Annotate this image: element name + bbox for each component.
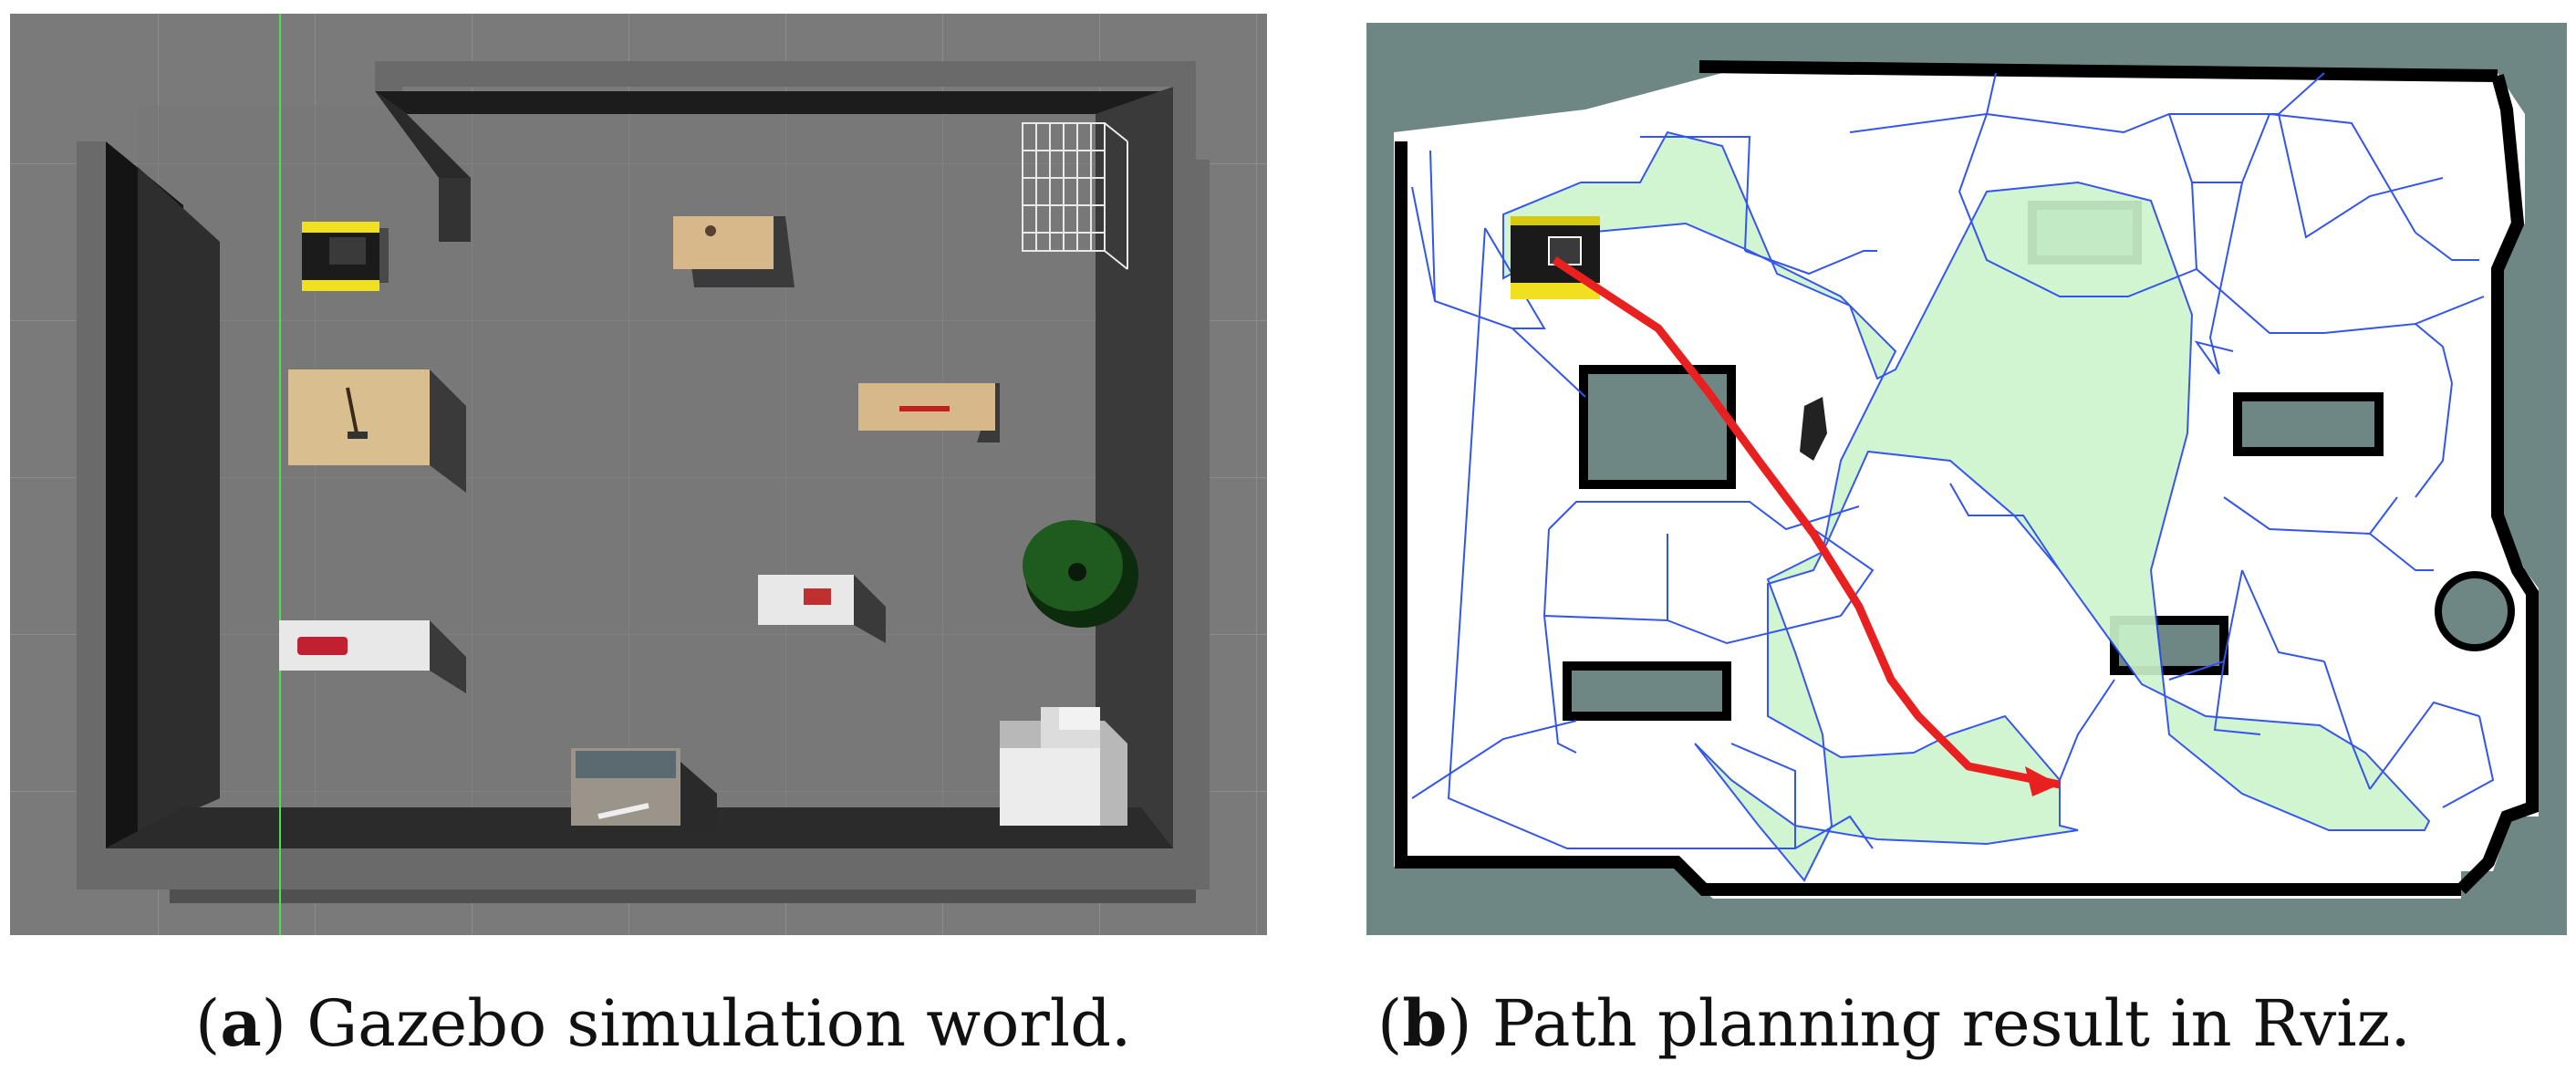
caption-a-label: a	[220, 985, 262, 1061]
planned-path	[1552, 256, 2061, 796]
white-box-drill	[758, 575, 886, 643]
white-box-red-part	[279, 620, 466, 693]
wood-box-hammer	[288, 369, 466, 493]
robot-marker	[1511, 216, 1600, 299]
gazebo-scene	[10, 14, 1267, 935]
wood-box-top	[673, 216, 795, 287]
stair-block	[1000, 707, 1127, 826]
planned-region	[1502, 130, 2431, 882]
wire-cage	[1022, 122, 1128, 270]
voronoi-graph	[1411, 72, 2495, 849]
rviz-map	[1366, 23, 2567, 935]
gazebo-simulation-panel	[10, 14, 1267, 935]
arena-walls	[77, 61, 1210, 903]
caption-b-text: Path planning result in Rviz.	[1491, 986, 2411, 1061]
map-walls	[1395, 60, 2539, 896]
rviz-path-planning-panel	[1366, 23, 2567, 935]
caption-a: (a) Gazebo simulation world.	[195, 985, 1132, 1061]
caption-b-label: b	[1402, 985, 1448, 1061]
caption-a-text: Gazebo simulation world.	[306, 986, 1132, 1061]
caption-b: (b) Path planning result in Rviz.	[1377, 985, 2411, 1061]
tool-box	[571, 748, 717, 830]
green-bin	[1023, 520, 1138, 628]
wood-box-wrench	[858, 383, 1000, 442]
path-arrow-head	[2025, 766, 2060, 796]
robot-model	[302, 222, 389, 291]
